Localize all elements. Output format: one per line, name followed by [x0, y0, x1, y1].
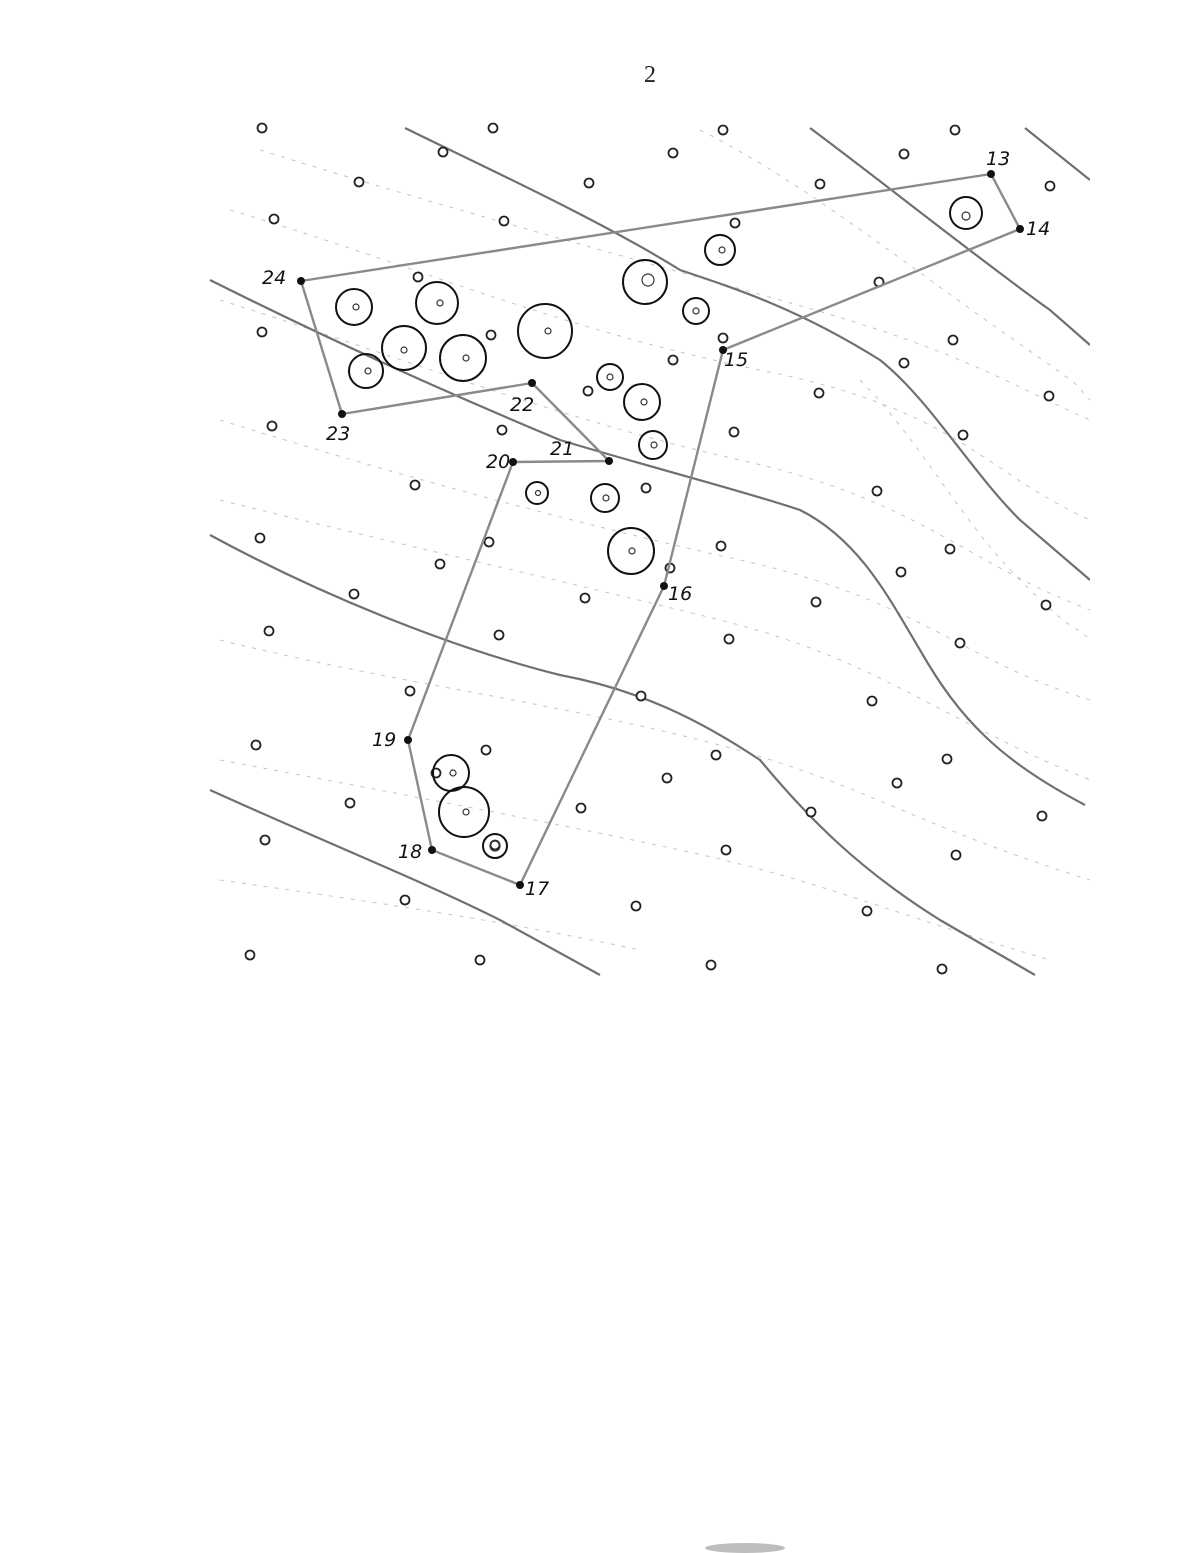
boundary-vertices	[297, 170, 1024, 889]
vertex-19	[404, 736, 412, 744]
tree-symbols	[335, 196, 983, 859]
point-label-15: 15	[724, 349, 748, 371]
point-label-14: 14	[1026, 218, 1050, 240]
boundary-point-labels: 13 14 15 16 17 18 19 20 21 22 23 24	[262, 148, 1050, 900]
point-label-18: 18	[398, 841, 422, 863]
point-label-20: 20	[486, 451, 510, 473]
point-label-24: 24	[262, 267, 286, 289]
point-label-17: 17	[525, 878, 549, 900]
minor-contour-lines	[219, 129, 1090, 961]
vertex-23	[338, 410, 346, 418]
vertex-22	[528, 379, 536, 387]
point-label-19: 19	[372, 729, 396, 751]
vertex-24	[297, 277, 305, 285]
main-contour-lines	[209, 127, 1090, 976]
page-number: 2	[644, 62, 656, 88]
vertex-13	[987, 170, 995, 178]
vertex-16	[660, 582, 668, 590]
point-label-23: 23	[326, 423, 350, 445]
point-label-13: 13	[986, 148, 1010, 170]
scan-artifact	[705, 1543, 785, 1553]
point-label-21: 21	[550, 438, 574, 460]
vertex-20	[509, 458, 517, 466]
vertex-21	[605, 457, 613, 465]
vertex-14	[1016, 225, 1024, 233]
point-label-16: 16	[668, 583, 692, 605]
vertex-17	[516, 881, 524, 889]
point-label-22: 22	[510, 394, 534, 416]
property-boundary	[299, 172, 1022, 887]
vertex-15	[719, 346, 727, 354]
vertex-18	[428, 846, 436, 854]
